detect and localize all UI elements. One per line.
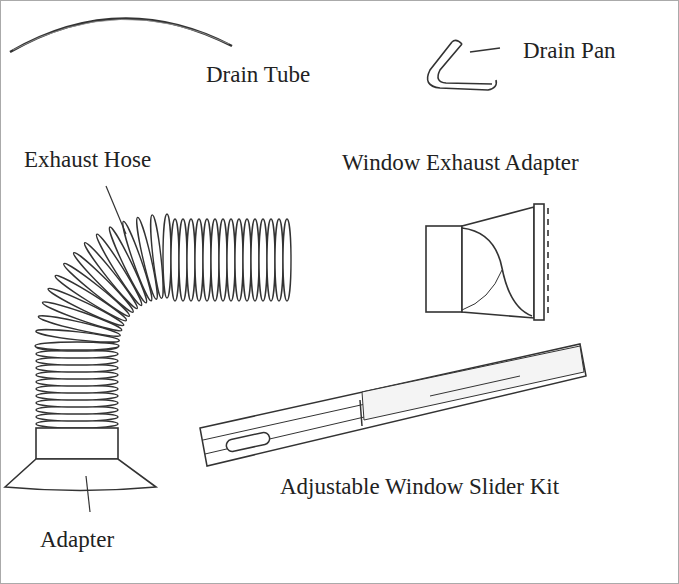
drain-tube-edge — [13, 19, 229, 50]
part-label: Adapter — [40, 527, 114, 552]
leader-line — [106, 186, 126, 234]
exhaust-hose — [35, 214, 291, 428]
part-label: Window Exhaust Adapter — [342, 150, 579, 175]
adapter — [5, 428, 156, 491]
leader-line — [86, 476, 90, 512]
part-label: Drain Pan — [523, 38, 616, 63]
part-label: Drain Tube — [206, 62, 310, 87]
drain-tube — [10, 18, 232, 52]
part-label: Adjustable Window Slider Kit — [280, 474, 559, 499]
part-label: Exhaust Hose — [24, 147, 151, 172]
drain-pan — [428, 40, 500, 90]
window-exhaust-adapter — [426, 204, 548, 320]
window-slider-kit — [200, 344, 586, 466]
